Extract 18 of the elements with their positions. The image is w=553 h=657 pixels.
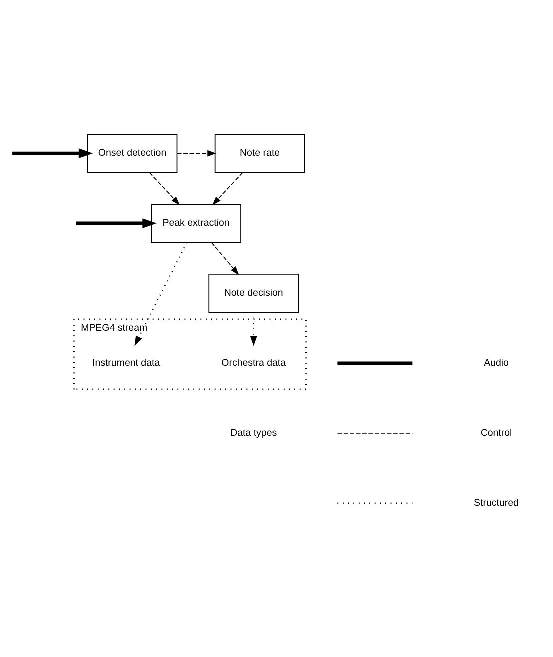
arrow	[149, 172, 180, 206]
node-box: Note rate	[214, 134, 306, 174]
node-box: Note decision	[208, 274, 300, 313]
legend-label: Audio	[484, 358, 509, 369]
label: Data types	[230, 428, 278, 439]
node-text: Orchestra data	[222, 358, 286, 369]
node-box: Onset detection	[87, 134, 178, 174]
arrow	[250, 312, 258, 346]
arrow	[134, 242, 188, 346]
arrow	[76, 218, 157, 229]
arrow	[12, 148, 94, 159]
legend-label: Structured	[474, 498, 519, 509]
arrow	[212, 172, 244, 206]
node-box: Peak extraction	[151, 204, 242, 244]
legend-label: Control	[480, 428, 512, 439]
arrow	[176, 150, 216, 157]
node-text: Instrument data	[92, 358, 160, 369]
arrow	[211, 242, 240, 276]
